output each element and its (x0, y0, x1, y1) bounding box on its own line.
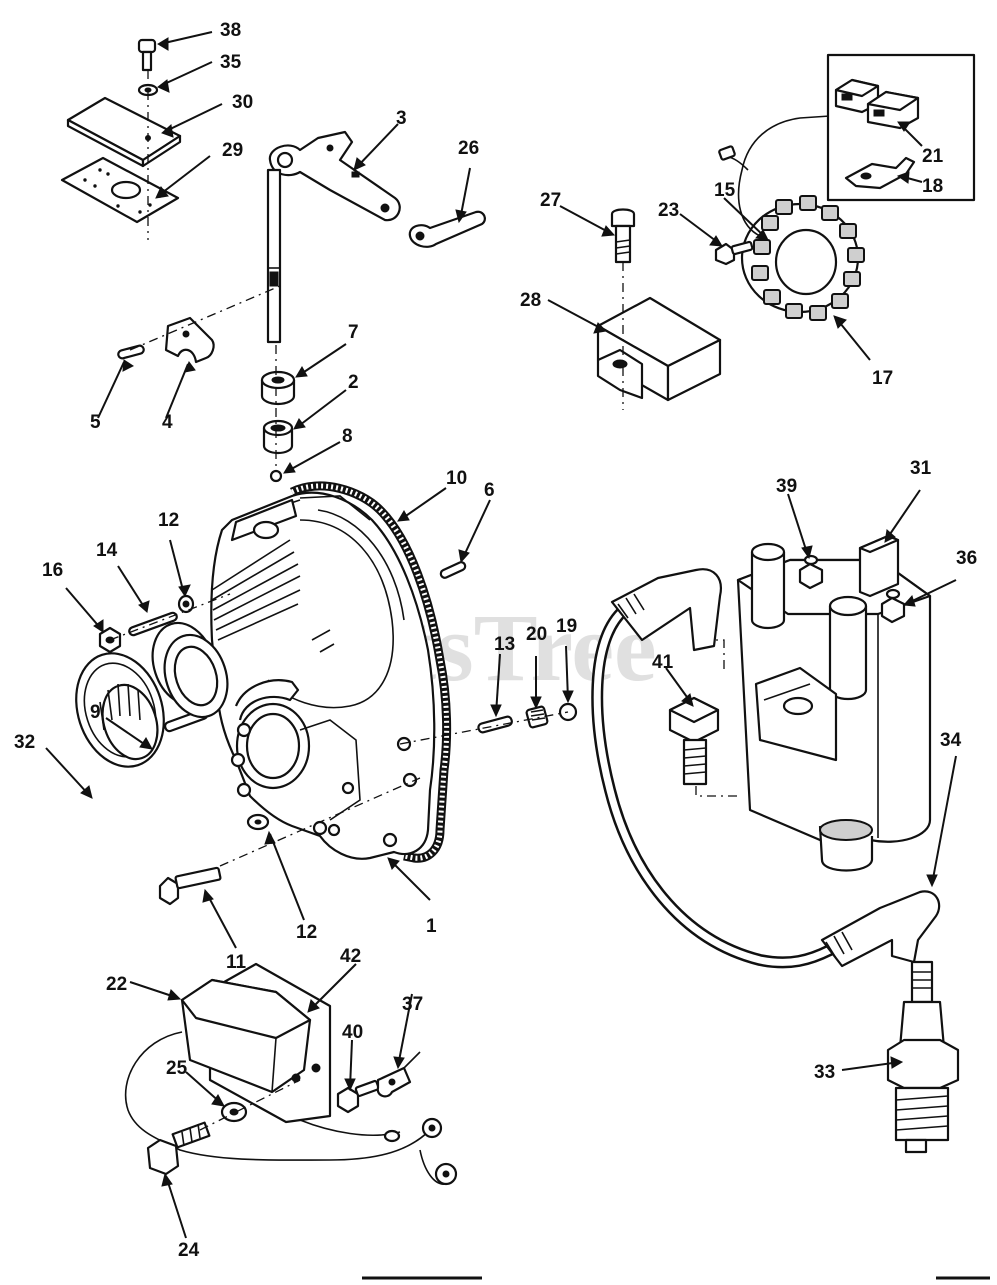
callout-28: 28 (520, 290, 541, 311)
callout-2: 2 (348, 372, 359, 393)
arrow-heads (80, 37, 938, 1187)
callout-41: 41 (652, 652, 674, 673)
callout-23: 23 (658, 200, 679, 221)
screw-23[interactable] (714, 240, 754, 266)
callout-32: 32 (14, 732, 35, 753)
callout-6: 6 (484, 480, 495, 501)
bolt-41[interactable] (668, 696, 720, 786)
stator-lead-wire[interactable] (718, 115, 831, 237)
rectifier-28[interactable] (596, 296, 722, 402)
governor-lever-3[interactable] (268, 130, 401, 222)
stator-17[interactable] (740, 195, 865, 321)
callout-12-top: 12 (158, 510, 179, 531)
callout-7: 7 (348, 322, 359, 343)
callout-9: 9 (90, 702, 101, 723)
callout-35: 35 (220, 52, 242, 73)
nut-39[interactable] (798, 554, 824, 590)
leader-lines (45, 31, 957, 1239)
callout-16: 16 (42, 560, 63, 581)
module-22[interactable] (180, 978, 321, 1094)
seal-32[interactable] (62, 642, 178, 778)
clip-37[interactable] (376, 1051, 421, 1098)
pin-13[interactable] (477, 715, 513, 734)
centerline (399, 711, 569, 745)
gasket-10[interactable] (289, 481, 452, 863)
terminal-21[interactable] (834, 78, 920, 130)
terminal-18[interactable] (844, 156, 916, 190)
callout-3: 3 (396, 108, 407, 129)
centerline (219, 777, 421, 867)
centerline (109, 593, 231, 641)
callout-34: 34 (940, 730, 962, 751)
washer-12-top[interactable] (177, 594, 195, 614)
callout-13: 13 (494, 634, 515, 655)
callout-14: 14 (96, 540, 118, 561)
callout-42: 42 (340, 946, 361, 967)
callout-36: 36 (956, 548, 977, 569)
bushing-7[interactable] (260, 370, 296, 406)
pin-6[interactable] (439, 561, 467, 579)
bolt-38[interactable] (137, 38, 157, 72)
ball-8[interactable] (269, 469, 283, 483)
spark-plug-lead[interactable] (591, 568, 941, 969)
callout-8: 8 (342, 426, 353, 447)
callout-21: 21 (922, 146, 944, 167)
callout-40: 40 (342, 1022, 363, 1043)
clip-26[interactable] (408, 210, 486, 248)
callout-30: 30 (232, 92, 253, 113)
bolt-27[interactable] (610, 208, 636, 264)
pin-5[interactable] (117, 344, 145, 360)
callout-31: 31 (910, 458, 932, 479)
washer-12-bottom[interactable] (246, 813, 270, 831)
spark-plug-33[interactable] (886, 960, 960, 1154)
centerline (129, 285, 281, 351)
crankcase-cover-1[interactable] (210, 491, 436, 860)
gasket-29[interactable] (60, 156, 180, 224)
callout-1: 1 (426, 916, 437, 937)
terminal-31[interactable] (858, 534, 900, 598)
callout-5: 5 (90, 412, 101, 433)
callout-27: 27 (540, 190, 561, 211)
bushing-2[interactable] (262, 419, 294, 455)
callout-22: 22 (106, 974, 127, 995)
governor-shaft[interactable] (266, 168, 282, 344)
ignition-coil[interactable] (736, 542, 932, 872)
bracket-4[interactable] (164, 316, 215, 364)
bolt-24[interactable] (146, 1121, 211, 1176)
screw-11[interactable] (158, 866, 222, 906)
callout-26: 26 (458, 138, 479, 159)
callout-10: 10 (446, 468, 467, 489)
callout-37: 37 (402, 994, 423, 1015)
callout-29: 29 (222, 140, 243, 161)
seal-9[interactable] (142, 615, 237, 725)
plate-30[interactable] (66, 96, 182, 168)
callout-25: 25 (166, 1058, 188, 1079)
nut-36[interactable] (880, 588, 906, 624)
callout-39: 39 (776, 476, 797, 497)
callout-33: 33 (814, 1062, 835, 1083)
callout-labels: 38 35 30 29 3 26 7 2 8 5 4 10 6 12 14 16… (14, 20, 977, 1261)
washer-25[interactable] (220, 1101, 248, 1123)
callout-20: 20 (526, 624, 547, 645)
callout-38: 38 (220, 20, 241, 41)
callout-11: 11 (226, 952, 247, 973)
callout-19: 19 (556, 616, 577, 637)
callout-4: 4 (162, 412, 173, 433)
callout-12-bottom: 12 (296, 922, 317, 943)
callout-17: 17 (872, 368, 893, 389)
ground-wire[interactable] (124, 1031, 458, 1186)
callout-24: 24 (178, 1240, 200, 1261)
callout-15: 15 (714, 180, 736, 201)
screw-40[interactable] (336, 1079, 380, 1114)
callout-18: 18 (922, 176, 943, 197)
